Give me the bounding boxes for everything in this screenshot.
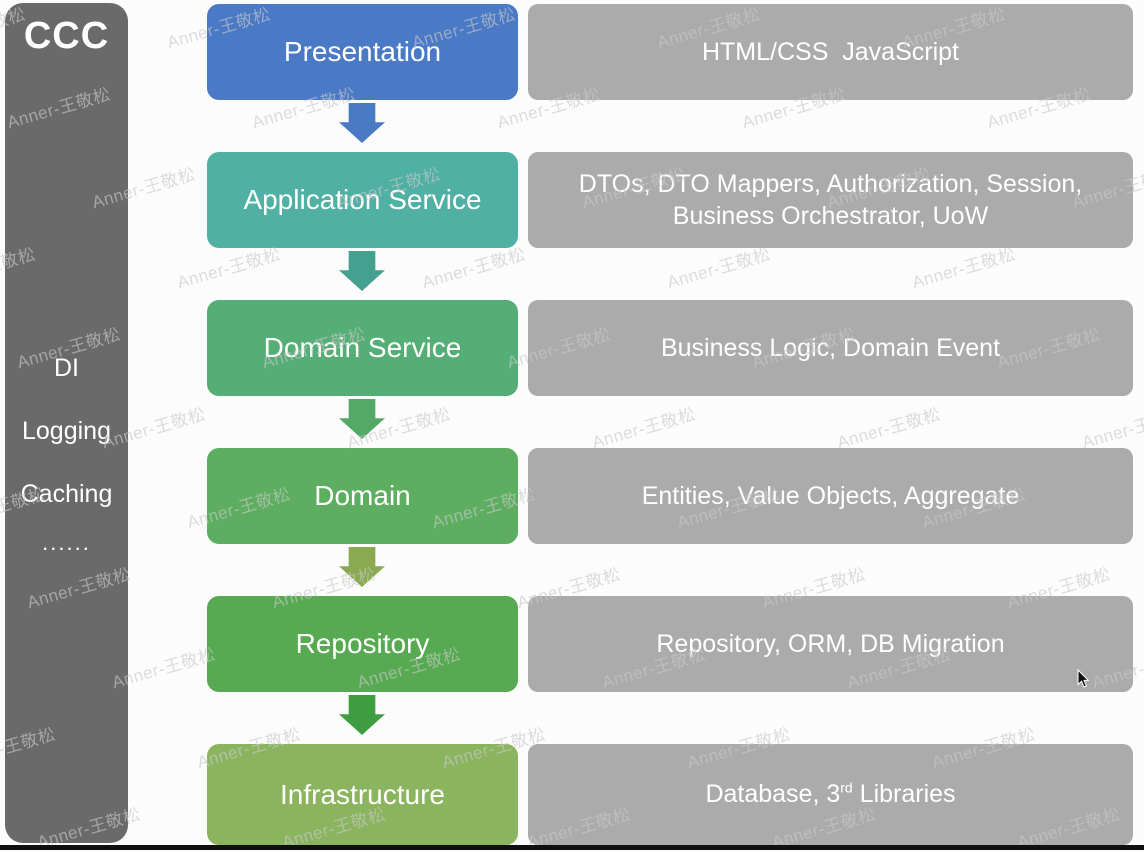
sidebar-item-ellipsis: ...... bbox=[42, 530, 91, 555]
layer-label-domain: Domain bbox=[314, 480, 411, 511]
layer-box-presentation: Presentation bbox=[207, 4, 518, 100]
layer-detail-presentation: HTML/CSS JavaScript bbox=[528, 4, 1133, 100]
arrow-down-icon bbox=[339, 251, 385, 291]
sidebar-item-di: DI bbox=[54, 354, 79, 382]
layer-detail-text-repository: Repository, ORM, DB Migration bbox=[656, 629, 1005, 658]
layer-detail-infrastructure: Database, 3rd Libraries bbox=[528, 744, 1133, 845]
layer-box-repository: Repository bbox=[207, 596, 518, 692]
layer-label-domain-service: Domain Service bbox=[263, 332, 462, 363]
watermark: Anner-王敬松 bbox=[834, 400, 943, 453]
layer-label-application-service: Application Service bbox=[243, 184, 482, 215]
cross-cutting-title: CCC bbox=[23, 15, 110, 57]
watermark: Anner-王敬松 bbox=[589, 400, 698, 453]
sidebar-item-caching: Caching bbox=[20, 480, 113, 508]
arrow-down-icon bbox=[339, 103, 385, 143]
layer-detail-text-presentation: HTML/CSS JavaScript bbox=[701, 37, 959, 66]
layer-label-repository: Repository bbox=[295, 628, 430, 659]
layer-label-infrastructure: Infrastructure bbox=[280, 778, 445, 810]
layer-box-domain-service: Domain Service bbox=[207, 300, 518, 396]
layer-detail-domain-service: Business Logic, Domain Event bbox=[528, 300, 1133, 396]
layer-label-presentation: Presentation bbox=[283, 36, 442, 67]
layer-detail-text-domain: Entities, Value Objects, Aggregate bbox=[641, 481, 1020, 510]
arrow-down-icon bbox=[339, 695, 385, 735]
watermark: Anner-王敬松 bbox=[1079, 400, 1144, 453]
layer-detail-text-application-service: DTOs, DTO Mappers, Authorization, Sessio… bbox=[578, 169, 1083, 231]
mouse-cursor bbox=[1077, 669, 1090, 688]
layer-box-infrastructure: Infrastructure bbox=[207, 744, 518, 845]
arrow-down-icon bbox=[339, 547, 385, 587]
layer-detail-application-service: DTOs, DTO Mappers, Authorization, Sessio… bbox=[528, 152, 1133, 248]
layer-detail-text-domain-service: Business Logic, Domain Event bbox=[660, 333, 1001, 362]
layer-box-application-service: Application Service bbox=[207, 152, 518, 248]
arrow-down-icon bbox=[339, 399, 385, 439]
layer-detail-repository: Repository, ORM, DB Migration bbox=[528, 596, 1133, 692]
layer-detail-domain: Entities, Value Objects, Aggregate bbox=[528, 448, 1133, 544]
layer-detail-text-infrastructure: Database, 3rd Libraries bbox=[705, 779, 956, 809]
bottom-bar bbox=[0, 845, 1144, 850]
sidebar-item-logging: Logging bbox=[22, 417, 111, 445]
layer-box-domain: Domain bbox=[207, 448, 518, 544]
